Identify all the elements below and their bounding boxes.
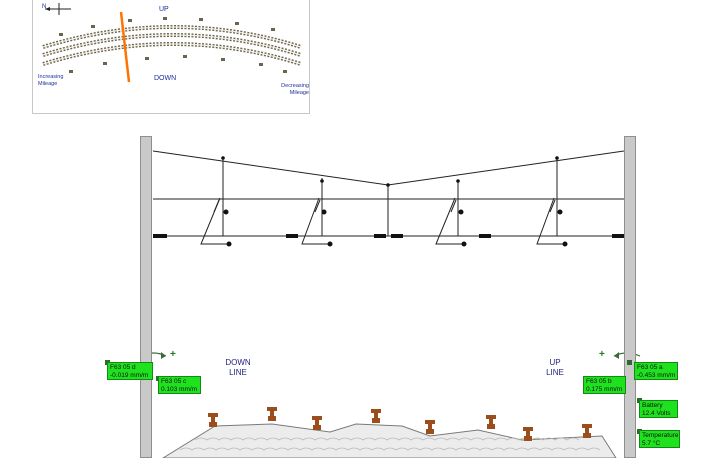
battery-readout[interactable]: Battery 12.4 Volts <box>639 400 678 418</box>
decreasing-mileage-label: Decreasing Mileage <box>281 83 309 96</box>
sensor-value: 0.175 mm/m <box>586 385 623 393</box>
location-marker <box>119 11 131 83</box>
catenary-wire <box>152 150 625 186</box>
rails <box>208 407 592 441</box>
sensor-value: -0.019 mm/m <box>110 371 149 379</box>
compass-north-label: N <box>42 4 47 10</box>
temperature-label: Temperature <box>642 432 679 439</box>
sensor-f63-05-a[interactable]: F63 05 a -0.453 mm/m <box>634 362 678 380</box>
battery-value: 12.4 Volts <box>642 409 671 417</box>
sensor-value: 0.103 mm/m <box>161 385 198 393</box>
right-mast <box>624 136 636 458</box>
track-markers <box>59 17 287 73</box>
down-line-label: DOWN LINE <box>225 358 251 377</box>
tilt-arrow-icons <box>139 352 641 357</box>
left-mast <box>140 136 152 458</box>
registration-arms <box>200 158 565 245</box>
sensor-f63-05-c[interactable]: F63 05 c 0.103 mm/m <box>158 376 201 394</box>
curved-track-map <box>42 3 302 83</box>
polarity-right-label: + <box>599 349 605 360</box>
up-line-label: UP LINE <box>546 358 564 377</box>
sensor-name: F63 05 c <box>161 378 187 385</box>
ballast-bed <box>162 423 617 458</box>
sensor-mount-icon <box>627 360 632 365</box>
sensor-f63-05-d[interactable]: F63 05 d -0.019 mm/m <box>107 362 153 380</box>
battery-label: Battery <box>642 402 663 409</box>
polarity-left-label: + <box>170 349 176 360</box>
sensor-name: F63 05 d <box>110 364 136 371</box>
temperature-value: 5.7 °C <box>642 439 661 447</box>
sensor-f63-05-b[interactable]: F63 05 b 0.175 mm/m <box>583 376 626 394</box>
map-down-label: DOWN <box>154 75 177 82</box>
compass-icon <box>45 3 71 15</box>
sensor-name: F63 05 b <box>586 378 612 385</box>
sensor-name: F63 05 a <box>637 364 663 371</box>
sensor-value: -0.453 mm/m <box>637 371 676 379</box>
map-up-label: UP <box>159 6 169 13</box>
increasing-mileage-label: Increasing Mileage <box>38 74 64 87</box>
track-location-map: N UP DOWN Increasing Mileage Decreasing … <box>32 0 310 114</box>
insulators <box>153 234 624 238</box>
temperature-readout[interactable]: Temperature 5.7 °C <box>639 430 680 448</box>
